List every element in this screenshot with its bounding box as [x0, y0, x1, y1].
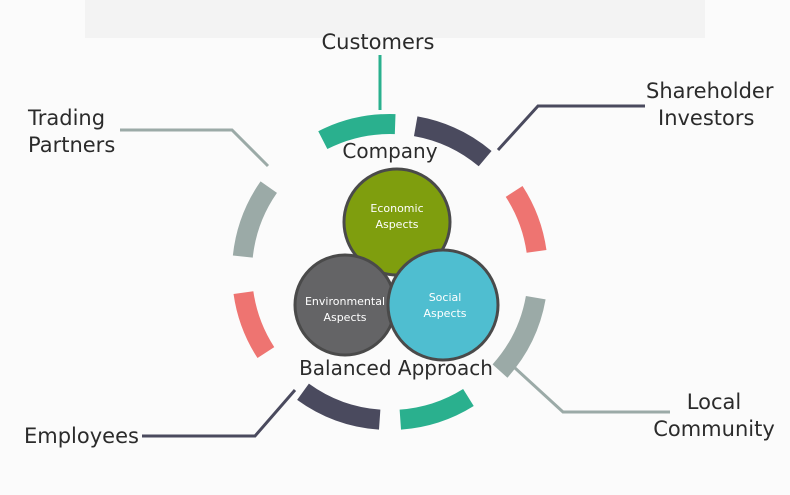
label-employees: Employees	[24, 424, 139, 448]
environmental-line1: Environmental	[304, 295, 386, 308]
ring-segment-shareholder	[413, 116, 492, 167]
label-trading-line2: Partners	[28, 133, 116, 157]
environmental-aspects-text: Environmental Aspects	[299, 294, 391, 326]
connector-trading-partners	[120, 128, 270, 168]
ring-segment-right-salmon	[505, 185, 547, 254]
label-local-community: Local Community	[647, 389, 781, 443]
label-trading-partners: Trading Partners	[28, 105, 115, 159]
ring-segment-bottom-teal	[399, 388, 474, 430]
label-local-line2: Community	[653, 417, 775, 441]
label-local-line1: Local	[686, 390, 742, 414]
connector-shareholder	[496, 104, 645, 152]
aspect-circles	[293, 167, 500, 362]
environmental-line2: Aspects	[323, 311, 367, 324]
label-trading-line1: Trading	[28, 106, 106, 130]
label-shareholder-line1: Shareholder	[646, 79, 774, 103]
economic-line1: Economic	[370, 202, 424, 215]
social-line2: Aspects	[423, 307, 467, 320]
connector-lines	[120, 55, 670, 438]
outer-ring	[232, 114, 547, 430]
top-background-band	[85, 0, 705, 38]
social-line1: Social	[428, 291, 462, 304]
economic-aspects-text: Economic Aspects	[357, 201, 437, 233]
ring-segment-customers	[318, 114, 396, 150]
social-circle	[386, 248, 500, 362]
label-company: Company	[342, 139, 438, 163]
connector-local-community	[513, 366, 670, 414]
label-customers: Customers	[321, 30, 435, 54]
label-balanced-approach: Balanced Approach	[299, 356, 493, 380]
ring-segment-local-grey	[492, 295, 546, 378]
label-shareholder-line2: Investors	[658, 106, 755, 130]
connector-employees	[142, 389, 297, 438]
label-shareholder: Shareholder Investors	[646, 78, 773, 132]
ring-segment-left-salmon	[233, 290, 275, 359]
ring-segment-trading-grey	[232, 181, 278, 258]
ring-segment-employees	[297, 383, 381, 430]
social-aspects-text: Social Aspects	[405, 290, 485, 322]
economic-line2: Aspects	[375, 218, 419, 231]
